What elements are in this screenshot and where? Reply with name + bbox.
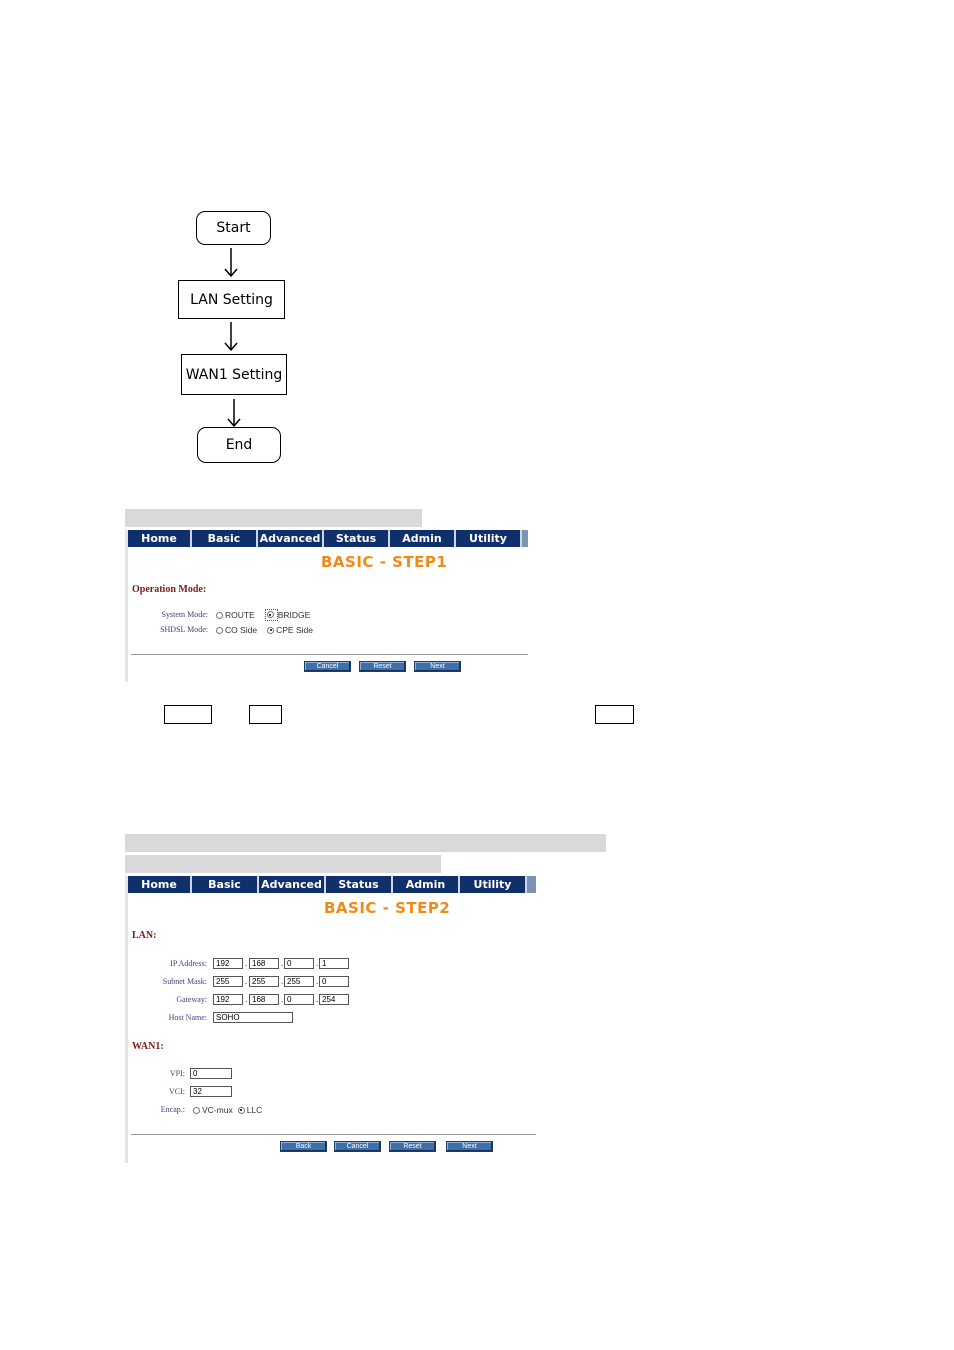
page-title: BASIC - STEP1: [321, 553, 448, 571]
step2-navbar: Home Basic Advanced Status Admin Utility: [128, 876, 536, 893]
nav-basic[interactable]: Basic: [192, 530, 258, 547]
ip-octet-3[interactable]: 0: [284, 958, 314, 969]
flow-arrow-2: [224, 322, 238, 352]
subnet-mask-label: Subnet Mask:: [162, 977, 207, 986]
vc-mux-label: VC-mux: [202, 1105, 233, 1115]
empty-box-1: [164, 705, 212, 724]
nav-utility[interactable]: Utility: [456, 530, 522, 547]
caption-bar-step1: [125, 509, 422, 527]
flow-lan-node: LAN Setting: [178, 280, 285, 319]
cpe-side-label: CPE Side: [276, 625, 313, 635]
nav-home[interactable]: Home: [128, 530, 192, 547]
vci-input[interactable]: 32: [190, 1086, 232, 1097]
nav-advanced[interactable]: Advanced: [259, 876, 326, 893]
flow-end-node: End: [197, 427, 281, 463]
nav-advanced[interactable]: Advanced: [258, 530, 324, 547]
shdsl-mode-radios: CO Side CPE Side: [216, 625, 323, 635]
route-radio[interactable]: [216, 611, 223, 619]
next-button[interactable]: Next: [414, 661, 461, 672]
llc-radio[interactable]: [237, 1106, 245, 1114]
flow-wan-label: WAN1 Setting: [185, 366, 283, 383]
nav-status[interactable]: Status: [326, 876, 393, 893]
flow-start-node: Start: [196, 211, 271, 245]
empty-box-2: [249, 705, 282, 724]
mask-octet-4[interactable]: 0: [319, 976, 349, 987]
route-label: ROUTE: [225, 610, 255, 620]
nav-admin[interactable]: Admin: [390, 530, 456, 547]
encap-radios: VC-mux LLC: [193, 1105, 272, 1115]
llc-label: LLC: [246, 1105, 263, 1115]
bridge-label: BRIDGE: [277, 610, 311, 620]
section-title-lan: LAN:: [132, 930, 157, 941]
shdsl-mode-label: SHDSL Mode:: [160, 625, 208, 634]
vci-label: VCI:: [169, 1087, 185, 1096]
flow-end-label: End: [225, 437, 253, 453]
ip-octet-4[interactable]: 1: [319, 958, 349, 969]
nav-basic[interactable]: Basic: [192, 876, 259, 893]
nav-admin[interactable]: Admin: [393, 876, 460, 893]
flow-arrow-1: [224, 248, 238, 278]
step2-panel: Home Basic Advanced Status Admin Utility…: [125, 876, 538, 1163]
caption-bar-step2-b: [125, 855, 441, 873]
ip-octet-1[interactable]: 192: [213, 958, 243, 969]
reset-button[interactable]: Reset: [359, 661, 406, 672]
divider: [131, 1134, 536, 1135]
gw-octet-4[interactable]: 254: [319, 994, 349, 1005]
ip-octet-2[interactable]: 168: [249, 958, 279, 969]
co-side-label: CO Side: [225, 625, 258, 635]
bridge-option[interactable]: [264, 609, 278, 621]
vpi-input[interactable]: 0: [190, 1068, 232, 1079]
encap-label: Encap.:: [160, 1105, 185, 1114]
nav-utility[interactable]: Utility: [460, 876, 527, 893]
nav-home[interactable]: Home: [128, 876, 192, 893]
section-title-wan1: WAN1:: [132, 1041, 164, 1052]
host-name-label: Host Name:: [168, 1013, 207, 1022]
bridge-radio[interactable]: [266, 611, 274, 618]
system-mode-label: System Mode:: [161, 610, 208, 619]
mask-octet-1[interactable]: 255: [213, 976, 243, 987]
gw-octet-3[interactable]: 0: [284, 994, 314, 1005]
gw-octet-2[interactable]: 168: [249, 994, 279, 1005]
flow-wan-node: WAN1 Setting: [181, 354, 287, 395]
cancel-button[interactable]: Cancel: [304, 661, 351, 672]
flow-lan-label: LAN Setting: [190, 291, 273, 308]
empty-box-3: [595, 705, 634, 724]
nav-status[interactable]: Status: [324, 530, 390, 547]
gateway-label: Gateway:: [176, 995, 207, 1004]
co-side-radio[interactable]: [216, 626, 223, 634]
back-button[interactable]: Back: [280, 1141, 327, 1152]
ip-address-label: IP Address:: [170, 959, 207, 968]
flow-arrow-3: [227, 399, 241, 428]
reset-button[interactable]: Reset: [389, 1141, 436, 1152]
cpe-side-radio[interactable]: [267, 626, 275, 634]
host-name-input[interactable]: SOHO: [213, 1012, 293, 1023]
divider: [131, 654, 528, 655]
mask-octet-3[interactable]: 255: [284, 976, 314, 987]
vpi-label: VPI:: [169, 1069, 185, 1078]
gw-octet-1[interactable]: 192: [213, 994, 243, 1005]
mask-octet-2[interactable]: 255: [249, 976, 279, 987]
page-title: BASIC - STEP2: [324, 899, 451, 917]
step1-navbar: Home Basic Advanced Status Admin Utility: [128, 530, 528, 547]
step1-panel: Home Basic Advanced Status Admin Utility…: [125, 530, 530, 682]
section-title-operation-mode: Operation Mode:: [132, 584, 207, 595]
system-mode-radios: ROUTE BRIDGE: [216, 609, 320, 621]
vc-mux-radio[interactable]: [193, 1106, 200, 1114]
flow-start-label: Start: [216, 220, 251, 236]
next-button[interactable]: Next: [446, 1141, 493, 1152]
caption-bar-step2-a: [125, 834, 606, 852]
cancel-button[interactable]: Cancel: [334, 1141, 381, 1152]
